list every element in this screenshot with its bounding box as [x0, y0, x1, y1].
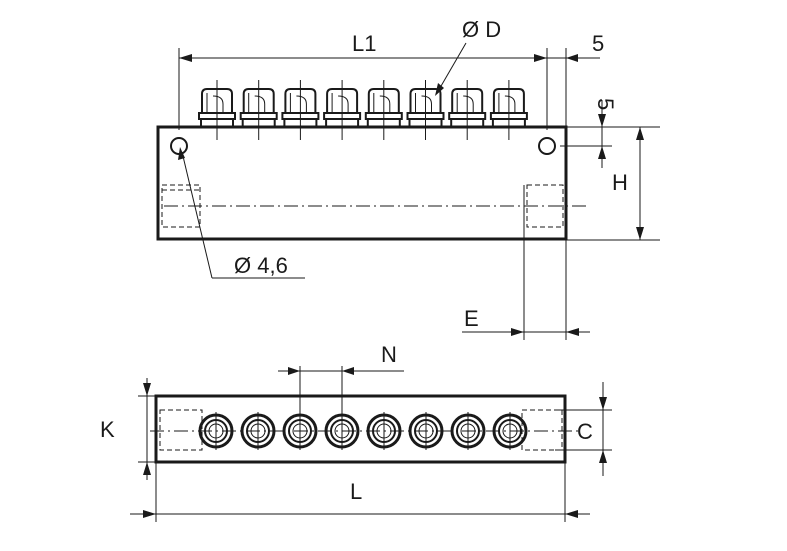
front-outlet-fitting: [489, 80, 528, 140]
outlet-diameter-label: Ø D: [462, 17, 501, 42]
c-arrow-bottom: [599, 450, 607, 463]
fitting-tube-curve: [421, 95, 432, 113]
bottom-body: [154, 394, 567, 464]
fitting-tube-curve: [463, 95, 474, 113]
l1-arrow-right: [534, 54, 547, 62]
bottom-hidden-bore-right: [521, 409, 563, 451]
front-outlet-fitting: [281, 80, 320, 140]
side-offset-label: 5: [593, 98, 618, 110]
bottom-view: N K C L: [100, 342, 612, 522]
hole-diameter-label: Ø 4,6: [234, 253, 288, 278]
bottom-outlet-ring: [240, 412, 276, 450]
front-outlets: [198, 80, 528, 140]
front-outlet-fitting: [239, 80, 278, 140]
fitting-tube-curve: [338, 95, 349, 113]
l1-label: L1: [352, 31, 376, 56]
bottom-outlet-ring: [366, 412, 402, 450]
e-label: E: [464, 306, 479, 331]
front-view: Ø 4,6 Ø D L1 5 5 H E: [156, 17, 660, 340]
n-label: N: [381, 342, 397, 367]
mounting-hole-left: [170, 137, 188, 155]
top-offset-label: 5: [592, 31, 604, 56]
bottom-outlets: [198, 412, 528, 450]
side5-arrow-bottom: [598, 146, 606, 159]
fitting-tube-curve: [379, 95, 391, 113]
front-outlet-fitting: [448, 80, 487, 140]
fitting-tube-curve: [212, 95, 224, 113]
h-arrow-top: [636, 127, 644, 140]
l-arrow-left: [143, 510, 156, 518]
bottom-hidden-bore-left: [159, 409, 203, 451]
l-label: L: [350, 479, 362, 504]
h-arrow-bottom: [636, 227, 644, 240]
front-outlet-fitting: [364, 80, 403, 140]
h-label: H: [612, 170, 628, 195]
front-outlet-fitting: [406, 80, 445, 140]
diameter-leader-arrow: [435, 83, 444, 96]
k-arrow-bottom: [143, 462, 151, 475]
mounting-hole-right: [538, 137, 556, 155]
fitting-tube-curve: [296, 95, 307, 113]
bottom-outlet-ring: [408, 412, 444, 450]
front-outlet-fitting: [198, 80, 236, 140]
bottom-outlet-ring: [282, 412, 318, 450]
front-hidden-bore-right: [526, 184, 564, 228]
n-arrow-right: [342, 367, 354, 375]
e-arrow-right: [566, 328, 579, 336]
hole-leader: [181, 151, 213, 279]
bottom-outlet-ring: [198, 412, 234, 450]
k-label: K: [100, 417, 115, 442]
fitting-tube-curve: [254, 95, 266, 113]
diameter-leader: [436, 42, 467, 94]
top5-arrow-left: [566, 54, 578, 62]
hole-leader-arrow: [178, 147, 185, 160]
front-outlet-fitting: [323, 80, 362, 140]
k-arrow-top: [143, 383, 151, 396]
bottom-outlet-ring: [492, 412, 528, 450]
l1-arrow-left: [179, 54, 192, 62]
front-body: [156, 125, 568, 241]
bottom-outlet-ring: [324, 412, 360, 450]
c-arrow-top: [599, 397, 607, 410]
c-label: C: [577, 419, 593, 444]
side5-arrow-top: [598, 114, 606, 127]
e-arrow-left: [511, 328, 524, 336]
fitting-tube-curve: [504, 95, 516, 113]
bottom-outlet-ring: [450, 412, 486, 450]
l-arrow-right: [565, 510, 578, 518]
n-arrow-left: [288, 367, 300, 375]
